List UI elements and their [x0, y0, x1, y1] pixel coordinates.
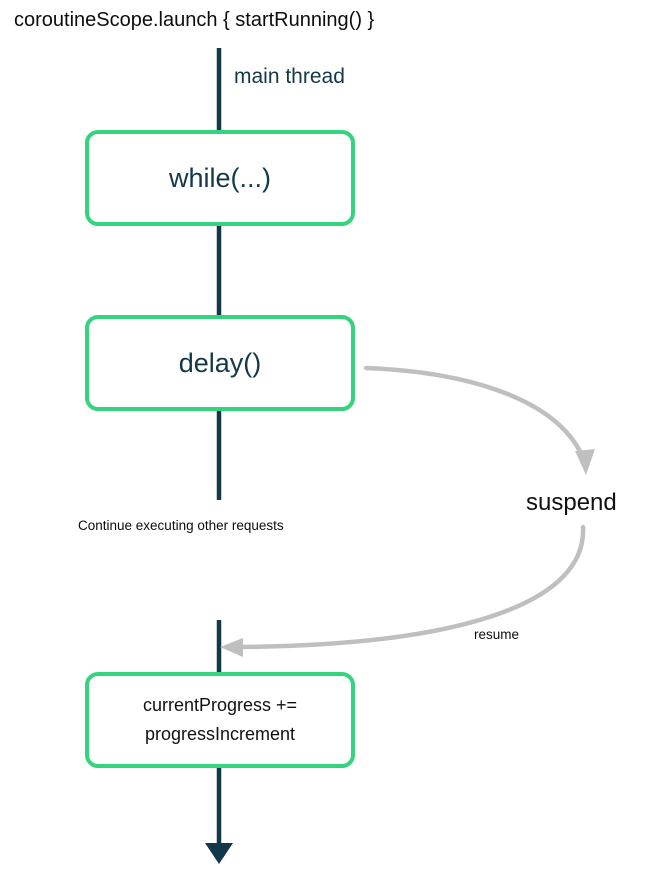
continue-executing-note: Continue executing other requests	[78, 518, 284, 533]
process-box-progress-label-line1: currentProgress +=	[142, 695, 298, 715]
process-box-delay-label: delay()	[178, 347, 262, 378]
thread-end-arrowhead	[205, 843, 233, 864]
suspend-label: suspend	[526, 489, 617, 516]
process-box-progress-label-line2: progressIncrement	[144, 724, 296, 744]
process-box-progress[interactable]: currentProgress += progressIncrement	[85, 672, 355, 768]
resume-arrowhead	[220, 638, 243, 657]
resume-arrow-curve	[237, 524, 586, 650]
page-title: coroutineScope.launch { startRunning() }	[14, 9, 375, 31]
main-thread-label: main thread	[234, 65, 345, 88]
process-box-while[interactable]: while(...)	[85, 130, 355, 226]
suspend-arrow-curve	[363, 365, 587, 463]
process-box-progress-label: currentProgress += progressIncrement	[143, 691, 297, 749]
suspend-arrowhead	[575, 449, 595, 475]
process-box-while-label: while(...)	[168, 162, 271, 193]
process-box-delay[interactable]: delay()	[85, 315, 355, 411]
resume-label: resume	[474, 627, 520, 642]
